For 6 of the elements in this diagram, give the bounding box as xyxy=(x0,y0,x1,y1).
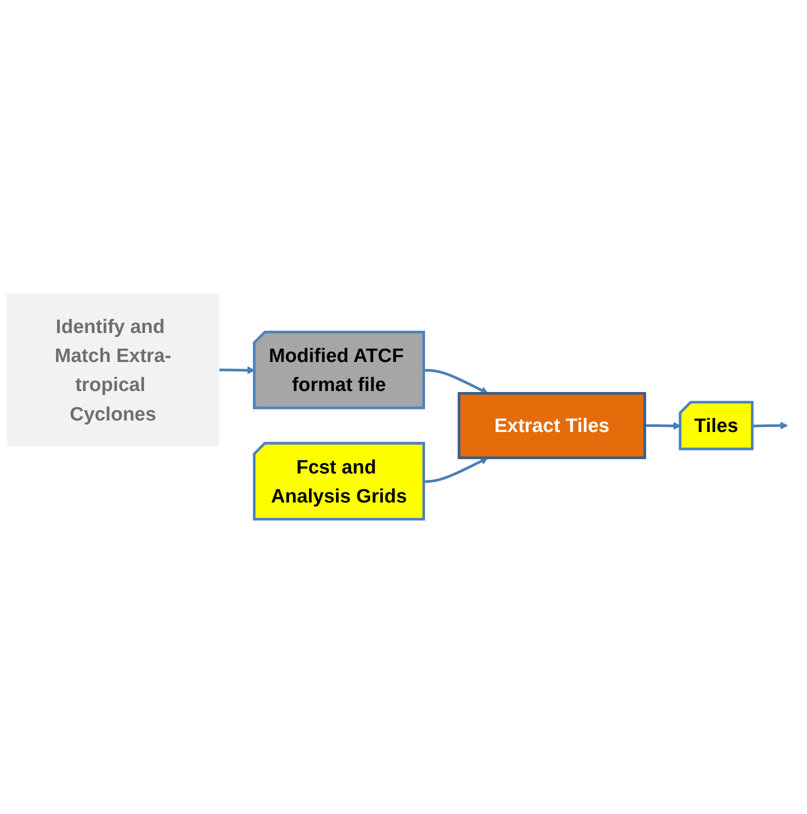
arrow xyxy=(752,422,788,430)
arrow xyxy=(424,458,488,484)
node-box: Identify and Match Extra-tropical Cyclones xyxy=(6,294,220,447)
arrow xyxy=(424,369,488,394)
node-box: Extract Tiles xyxy=(458,392,646,460)
arrow xyxy=(644,422,681,430)
